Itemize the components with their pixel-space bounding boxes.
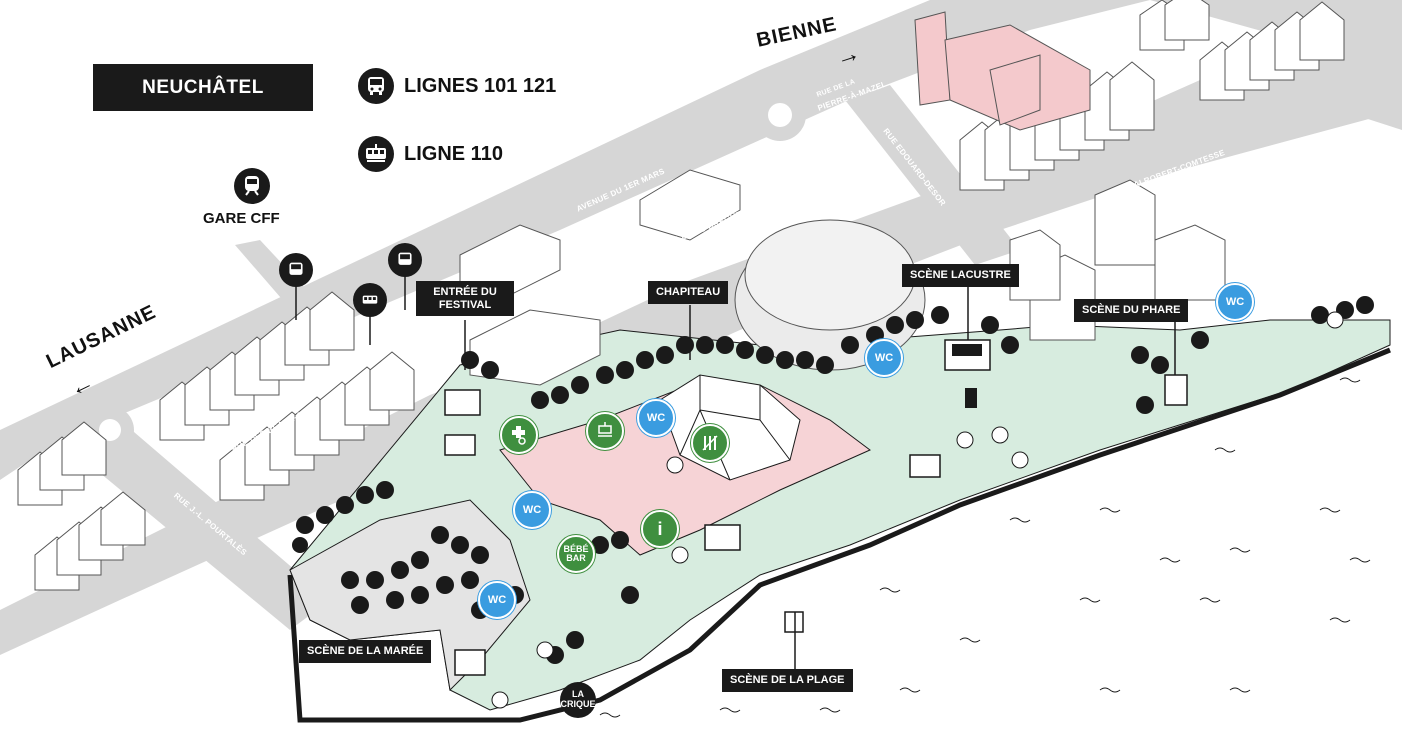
legend-tram: LIGNE 110: [358, 136, 503, 172]
light-trees: [491, 311, 1344, 709]
charging-station-icon[interactable]: [586, 412, 624, 450]
wc-pin[interactable]: WC: [478, 581, 516, 619]
transit-pin-stems: [295, 275, 1176, 670]
lacustre-label[interactable]: SCÈNE LACUSTRE: [902, 264, 1019, 287]
entrance-label[interactable]: ENTRÉE DU FESTIVAL: [416, 281, 514, 317]
phare-label[interactable]: SCÈNE DU PHARE: [1074, 299, 1189, 322]
baby-bar-pin[interactable]: BÉBÉ BAR: [557, 535, 595, 573]
legend-bus: LIGNES 101 121: [358, 68, 556, 104]
maree-label[interactable]: SCÈNE DE LA MARÉE: [299, 640, 432, 663]
first-aid-accessible-icon[interactable]: [500, 416, 538, 454]
entrance-line-1: ENTRÉE DU: [433, 286, 497, 298]
lacustre-stage-tower: [965, 388, 977, 408]
lacustre-stage-backdrop: [952, 344, 982, 356]
wc-pin[interactable]: WC: [865, 339, 903, 377]
lake-shoreline: [287, 347, 1391, 723]
train-icon[interactable]: [234, 168, 270, 204]
entrance-line-2: FESTIVAL: [438, 298, 492, 311]
crique-line-1: LA: [572, 689, 584, 700]
trees: [292, 296, 1374, 664]
lake-waves: [599, 377, 1371, 718]
baby-bar-line-2: BAR: [566, 553, 586, 563]
mid-buildings: [459, 169, 741, 386]
food-icon[interactable]: [691, 424, 729, 462]
wc-pin[interactable]: WC: [1216, 283, 1254, 321]
crique-line-2: CRIQUE: [560, 699, 596, 709]
info-icon[interactable]: i: [641, 510, 679, 548]
houses-left: [17, 291, 415, 591]
bus-stop-icon[interactable]: [388, 243, 422, 277]
station-label: GARE CFF: [203, 210, 280, 227]
legend-bus-label: LIGNES 101 121: [404, 74, 557, 97]
houses-right: [959, 0, 1345, 341]
plage-label[interactable]: SCÈNE DE LA PLAGE: [722, 669, 853, 692]
bus-icon: [358, 68, 394, 104]
wc-pin[interactable]: WC: [513, 491, 551, 529]
la-crique-pin[interactable]: LA CRIQUE: [560, 682, 596, 718]
wc-accessible-pin[interactable]: WC: [637, 399, 675, 437]
baby-bar-line-1: BÉBÉ: [563, 544, 589, 554]
legend-tram-label: LIGNE 110: [404, 142, 503, 165]
tram-icon: [358, 136, 394, 172]
city-title: NEUCHÂTEL: [93, 64, 313, 111]
church: [914, 11, 1091, 131]
tram-stop-icon[interactable]: [353, 283, 387, 317]
bus-stop-icon[interactable]: [279, 253, 313, 287]
chapiteau-label[interactable]: CHAPITEAU: [648, 281, 729, 304]
